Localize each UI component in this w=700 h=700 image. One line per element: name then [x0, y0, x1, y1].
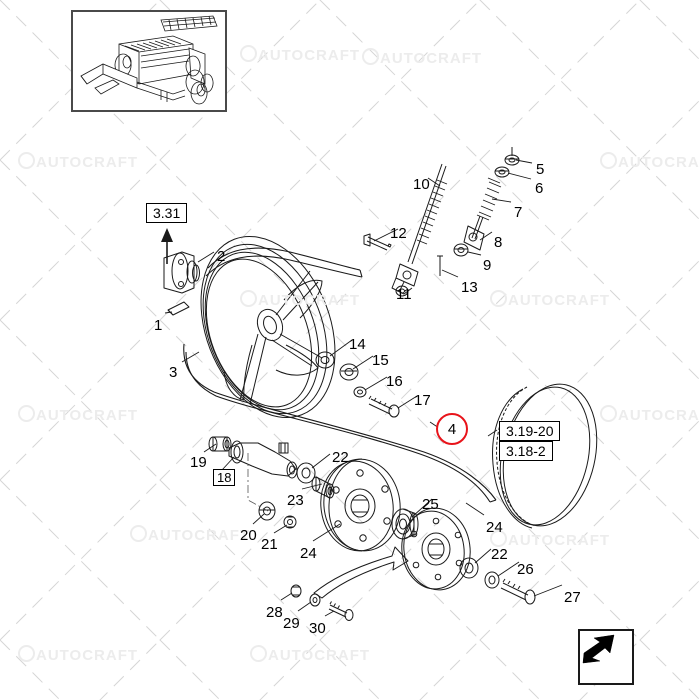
callout-24-left[interactable]: 24 — [300, 545, 317, 562]
callout-23[interactable]: 23 — [287, 492, 304, 509]
reference-box-3-18-2[interactable]: 3.18-2 — [499, 441, 553, 461]
part-washer-9 — [453, 243, 469, 257]
bent-arrow-icon-box — [578, 629, 634, 685]
callout-9[interactable]: 9 — [483, 257, 492, 274]
callout-5[interactable]: 5 — [536, 161, 545, 178]
boxed-callout-18[interactable]: 18 — [213, 469, 236, 486]
callout-26[interactable]: 26 — [517, 561, 534, 578]
part-drive-belt — [183, 247, 497, 503]
part-nut-21 — [283, 515, 297, 529]
part-drum-left — [320, 458, 401, 552]
callout-25[interactable]: 25 — [422, 496, 439, 513]
part-large-pulley — [200, 235, 336, 419]
machine-overview-thumbnail — [71, 10, 227, 112]
reference-box-3-19-20[interactable]: 3.19-20 — [499, 421, 561, 441]
part-washer-22-lower — [459, 557, 479, 579]
part-washer-22-upper — [296, 462, 316, 484]
callout-6[interactable]: 6 — [535, 180, 544, 197]
callout-28[interactable]: 28 — [266, 604, 283, 621]
callout-24-right[interactable]: 24 — [486, 519, 503, 536]
callout-7[interactable]: 7 — [514, 204, 523, 221]
callout-27[interactable]: 27 — [564, 589, 581, 606]
callout-29[interactable]: 29 — [283, 615, 300, 632]
leader-lines — [164, 159, 563, 617]
part-pin-13 — [437, 255, 443, 276]
callout-3[interactable]: 3 — [169, 364, 178, 381]
callout-8[interactable]: 8 — [494, 234, 503, 251]
callout-21[interactable]: 21 — [261, 536, 278, 553]
bent-arrow-icon — [582, 634, 615, 664]
part-tension-arm — [228, 440, 298, 479]
callout-11[interactable]: 11 — [396, 286, 412, 303]
callout-14[interactable]: 14 — [349, 336, 366, 353]
part-fasteners-top — [494, 147, 520, 178]
part-fasteners-bottom — [290, 584, 354, 621]
part-bracket-8 — [463, 215, 485, 251]
callout-12[interactable]: 12 — [390, 225, 407, 242]
highlighted-callout-4[interactable]: 4 — [436, 413, 468, 445]
machine-illustration — [80, 15, 218, 105]
callout-22-upper[interactable]: 22 — [332, 449, 349, 466]
callout-10[interactable]: 10 — [413, 176, 430, 193]
part-fasteners-mid — [315, 351, 400, 418]
part-bolt-27 — [500, 578, 536, 605]
callout-30[interactable]: 30 — [309, 620, 326, 637]
assembly-arrow — [313, 546, 409, 599]
callout-20[interactable]: 20 — [240, 527, 257, 544]
callout-1[interactable]: 1 — [154, 317, 163, 334]
part-bolt-12 — [363, 233, 392, 251]
callout-13[interactable]: 13 — [461, 279, 478, 296]
callout-22-lower[interactable]: 22 — [491, 546, 508, 563]
callout-15[interactable]: 15 — [372, 352, 389, 369]
callout-17[interactable]: 17 — [414, 392, 431, 409]
part-hub-collar — [163, 251, 200, 294]
part-washer-26 — [484, 571, 500, 589]
reference-box-3-31[interactable]: 3.31 — [146, 203, 188, 223]
parts-linework — [163, 147, 598, 621]
reference-arrow-3-31 — [161, 228, 173, 264]
callout-19[interactable]: 19 — [190, 454, 207, 471]
callout-16[interactable]: 16 — [386, 373, 403, 390]
callout-2[interactable]: 2 — [217, 248, 226, 265]
